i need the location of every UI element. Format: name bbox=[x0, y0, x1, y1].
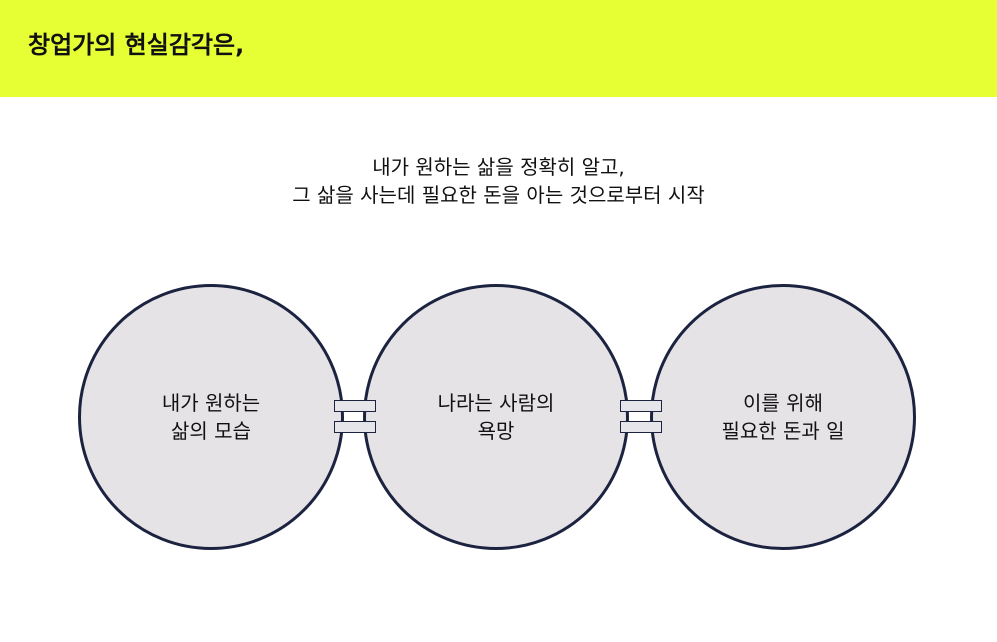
circle-label-line-2: 삶의 모습 bbox=[171, 419, 251, 443]
circle-needed-money-work: 이를 위해 필요한 돈과 일 bbox=[650, 284, 916, 550]
connector-link bbox=[620, 421, 662, 433]
page-title: 창업가의 현실감각은, bbox=[28, 31, 245, 59]
connector-link bbox=[620, 400, 662, 412]
circle-personal-desire: 나라는 사람의 욕망 bbox=[363, 284, 629, 550]
circle-label-line-2: 필요한 돈과 일 bbox=[721, 419, 845, 443]
circle-label-line-1: 이를 위해 bbox=[743, 391, 823, 415]
connector-link bbox=[334, 400, 376, 412]
circle-desired-life: 내가 원하는 삶의 모습 bbox=[78, 284, 344, 550]
circle-label: 나라는 사람의 욕망 bbox=[366, 389, 626, 445]
circle-label-line-2: 욕망 bbox=[477, 419, 515, 443]
intro-text: 내가 원하는 삶을 정확히 알고, 그 삶을 사는데 필요한 돈을 아는 것으로… bbox=[0, 153, 997, 209]
circle-label: 내가 원하는 삶의 모습 bbox=[81, 389, 341, 445]
connector-link bbox=[334, 421, 376, 433]
circle-label-line-1: 내가 원하는 bbox=[161, 391, 261, 415]
circle-label-line-1: 나라는 사람의 bbox=[437, 391, 555, 415]
intro-line-2: 그 삶을 사는데 필요한 돈을 아는 것으로부터 시작 bbox=[292, 183, 705, 207]
intro-line-1: 내가 원하는 삶을 정확히 알고, bbox=[372, 155, 625, 179]
circle-label: 이를 위해 필요한 돈과 일 bbox=[653, 389, 913, 445]
header-band: 창업가의 현실감각은, bbox=[0, 0, 997, 97]
